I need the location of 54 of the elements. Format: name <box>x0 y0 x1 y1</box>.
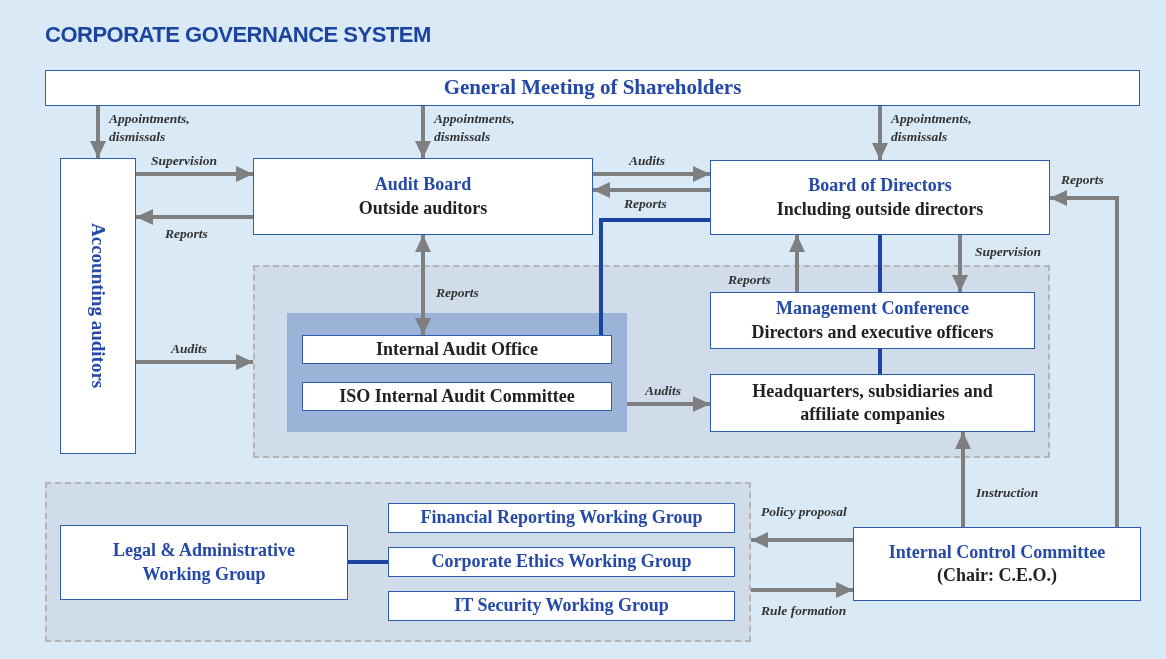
org-box <box>60 525 348 600</box>
box-subtitle: Directors and executive officers <box>750 320 995 344</box>
box-title: Internal Control Committee <box>887 540 1107 564</box>
arrow <box>627 396 710 412</box>
org-box <box>388 547 735 577</box>
box-title: ISO Internal Audit Committee <box>338 384 576 408</box>
arrow <box>136 354 253 370</box>
arrow <box>136 209 253 225</box>
org-box <box>302 335 612 364</box>
box-title: Board of Directors <box>807 174 953 198</box>
box-title: Management Conference <box>774 297 971 321</box>
box-title: Internal Audit Office <box>375 337 539 361</box>
connector-line <box>348 560 388 564</box>
org-box <box>710 374 1035 432</box>
box-subtitle: Outside auditors <box>357 196 489 220</box>
arrow <box>751 582 853 598</box>
connector-line <box>599 218 710 335</box>
arrow <box>415 235 431 335</box>
arrow <box>593 182 710 198</box>
arrow <box>593 166 710 182</box>
arrow <box>415 106 431 158</box>
org-box <box>710 292 1035 349</box>
box-title: IT Security Working Group <box>453 594 670 618</box>
connector-line <box>878 235 882 292</box>
org-box <box>388 503 735 533</box>
org-box <box>853 527 1141 601</box>
dashed-group-region <box>253 265 1050 458</box>
org-box <box>710 160 1050 235</box>
arrow <box>872 106 888 160</box>
arrow <box>90 106 106 158</box>
org-box <box>253 158 593 235</box>
diagram-title: CORPORATE GOVERNANCE SYSTEM <box>45 22 431 48</box>
arrow <box>952 235 968 292</box>
org-box <box>302 382 612 411</box>
arrow <box>136 166 253 182</box>
box-title: Audit Board <box>373 173 473 197</box>
box-title: Headquarters, subsidiaries and affiliate companies <box>751 379 994 426</box>
org-box <box>60 158 136 454</box>
connector-line <box>878 349 882 374</box>
box-title: Legal & Administrative Working Group <box>112 539 296 586</box>
box-title: General Meeting of Shareholders <box>442 74 743 102</box>
box-title: Financial Reporting Working Group <box>419 506 704 530</box>
box-subtitle: (Chair: C.E.O.) <box>936 564 1058 587</box>
arrow <box>789 235 805 292</box>
arrow <box>955 432 971 527</box>
org-box <box>388 591 735 621</box>
org-box <box>45 70 1140 106</box>
arrow <box>751 532 853 548</box>
group-panel <box>287 313 627 432</box>
box-subtitle: Including outside directors <box>775 197 985 221</box>
box-title: Accounting auditors <box>87 223 111 389</box>
box-title: Corporate Ethics Working Group <box>430 550 693 574</box>
dashed-group-region <box>45 482 751 642</box>
arrow <box>1050 190 1119 527</box>
